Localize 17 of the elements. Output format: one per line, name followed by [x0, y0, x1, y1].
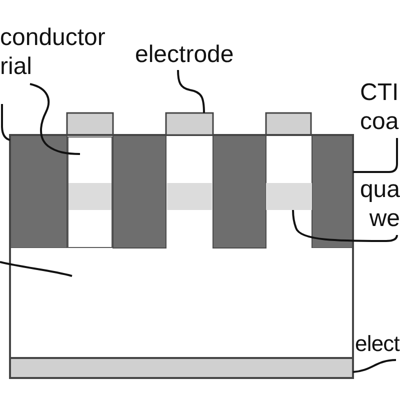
leader-line: [1, 104, 10, 141]
callout-label: electrode: [135, 40, 255, 69]
leader-line: [352, 359, 396, 373]
leader-line: [30, 83, 80, 155]
electrode-pad: [165, 112, 214, 136]
quantum-well-layer: [266, 183, 312, 210]
coating-column: [312, 134, 354, 248]
leader-line: [353, 138, 398, 173]
callout-label: elect: [355, 329, 400, 358]
coating-column: [10, 134, 68, 248]
leader-line: [177, 70, 205, 114]
callout-label: qua we: [350, 175, 400, 233]
callout-label: conductor rial: [0, 23, 112, 81]
semiconductor-column: [68, 136, 112, 248]
leader-line: [292, 210, 398, 242]
callout-label: CTI coa: [360, 78, 400, 136]
bottom-electrode-layer: [9, 357, 354, 379]
